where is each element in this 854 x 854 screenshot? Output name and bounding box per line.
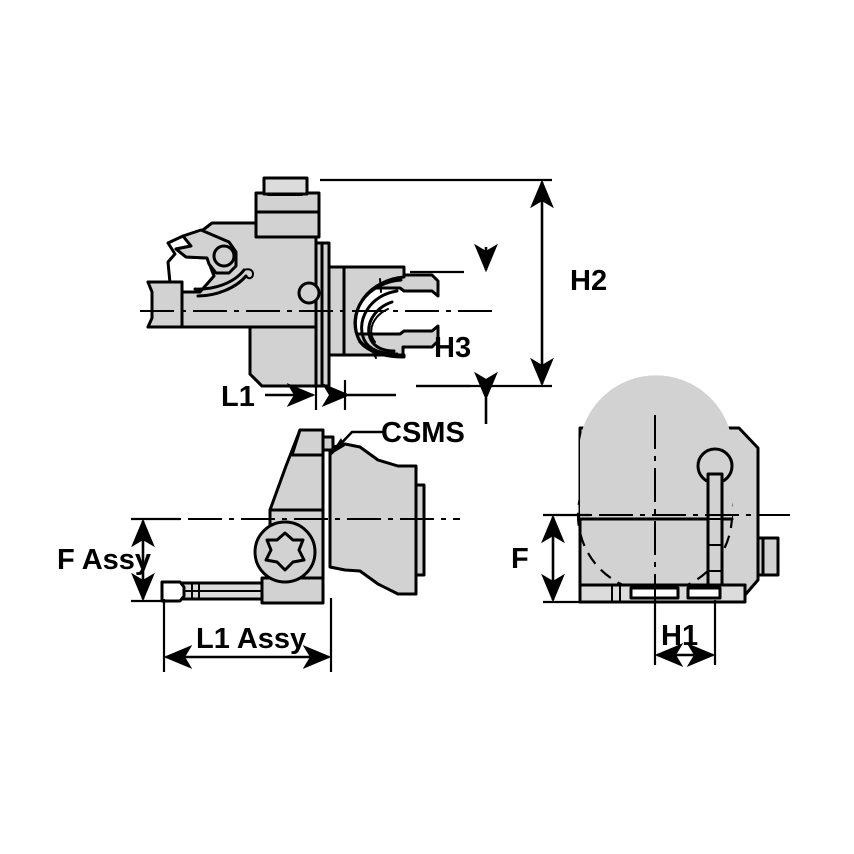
side-lug <box>756 536 780 577</box>
dimension-label-h2: H2 <box>570 265 607 297</box>
dimension-label-f-assy: F Assy <box>57 544 151 576</box>
dimension-h3: H3 <box>410 243 498 424</box>
side-view-right-step <box>321 435 335 452</box>
dimension-label-h3: H3 <box>434 332 471 364</box>
locating-pin <box>297 281 321 305</box>
top-view: H2 H3 L1 <box>140 176 607 424</box>
head-body-lower <box>248 325 318 388</box>
dimension-l1: L1 <box>221 380 396 413</box>
blade-insert <box>160 580 264 603</box>
cutting-insert-assembly <box>166 228 254 298</box>
callout-csms: CSMS <box>329 417 465 456</box>
dimension-label-h1: H1 <box>661 620 698 652</box>
dimension-f-assy: F Assy <box>57 517 180 603</box>
torx-screw <box>253 520 317 584</box>
insert-clamp <box>174 228 238 275</box>
c-clamp-coupling-groove <box>342 265 406 359</box>
side-view-top-tab <box>290 428 325 457</box>
dimension-label-l1: L1 <box>221 381 255 413</box>
dimension-f: F <box>511 513 590 604</box>
end-view: F H1 <box>511 375 790 667</box>
callout-label-csms: CSMS <box>381 417 465 449</box>
body-tail <box>146 280 184 329</box>
dimension-h1: H1 <box>653 600 717 667</box>
top-boss <box>254 176 321 239</box>
dimension-label-f: F <box>511 543 529 575</box>
dimension-l1-assy: L1 Assy <box>162 598 333 672</box>
flange-plate <box>314 241 331 388</box>
dimension-label-l1-assy: L1 Assy <box>196 623 306 655</box>
side-view: CSMS F Assy L1 Assy <box>57 417 465 672</box>
bottom-seat <box>578 583 747 604</box>
